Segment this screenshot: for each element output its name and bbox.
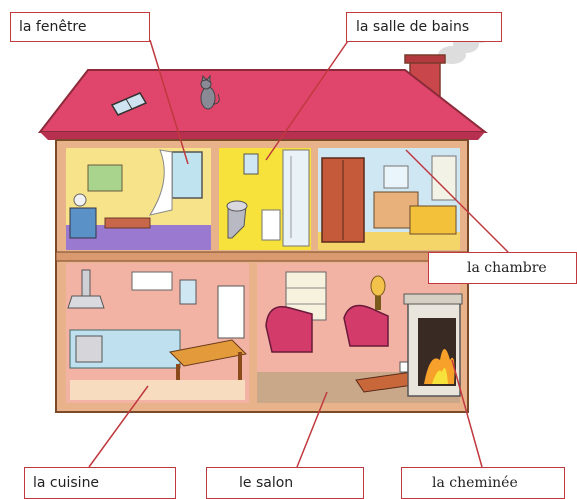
- label-fenetre: la fenêtre: [10, 12, 150, 42]
- room-upper-left: [66, 148, 211, 250]
- label-cheminee: la cheminée: [401, 467, 565, 499]
- label-salle-de-bains-text: la salle de bains: [356, 19, 470, 35]
- label-salle-de-bains: la salle de bains: [346, 12, 502, 42]
- room-bathroom: [219, 148, 311, 250]
- label-fenetre-text: la fenêtre: [19, 19, 87, 35]
- label-cuisine: la cuisine: [24, 467, 176, 499]
- label-salon-text: le salon: [239, 475, 294, 491]
- room-bedroom: [318, 148, 460, 250]
- label-cuisine-text: la cuisine: [33, 475, 100, 491]
- label-chambre: la chambre: [428, 252, 577, 284]
- roof: [37, 69, 488, 133]
- skylight: [110, 92, 148, 116]
- cat: [200, 74, 220, 110]
- label-cheminee-text: la cheminée: [432, 475, 518, 491]
- label-chambre-text: la chambre: [467, 260, 547, 276]
- label-salon: le salon: [206, 467, 364, 499]
- leader-lines: [88, 37, 509, 468]
- room-fireplace: [403, 293, 463, 397]
- room-kitchen: [66, 263, 249, 403]
